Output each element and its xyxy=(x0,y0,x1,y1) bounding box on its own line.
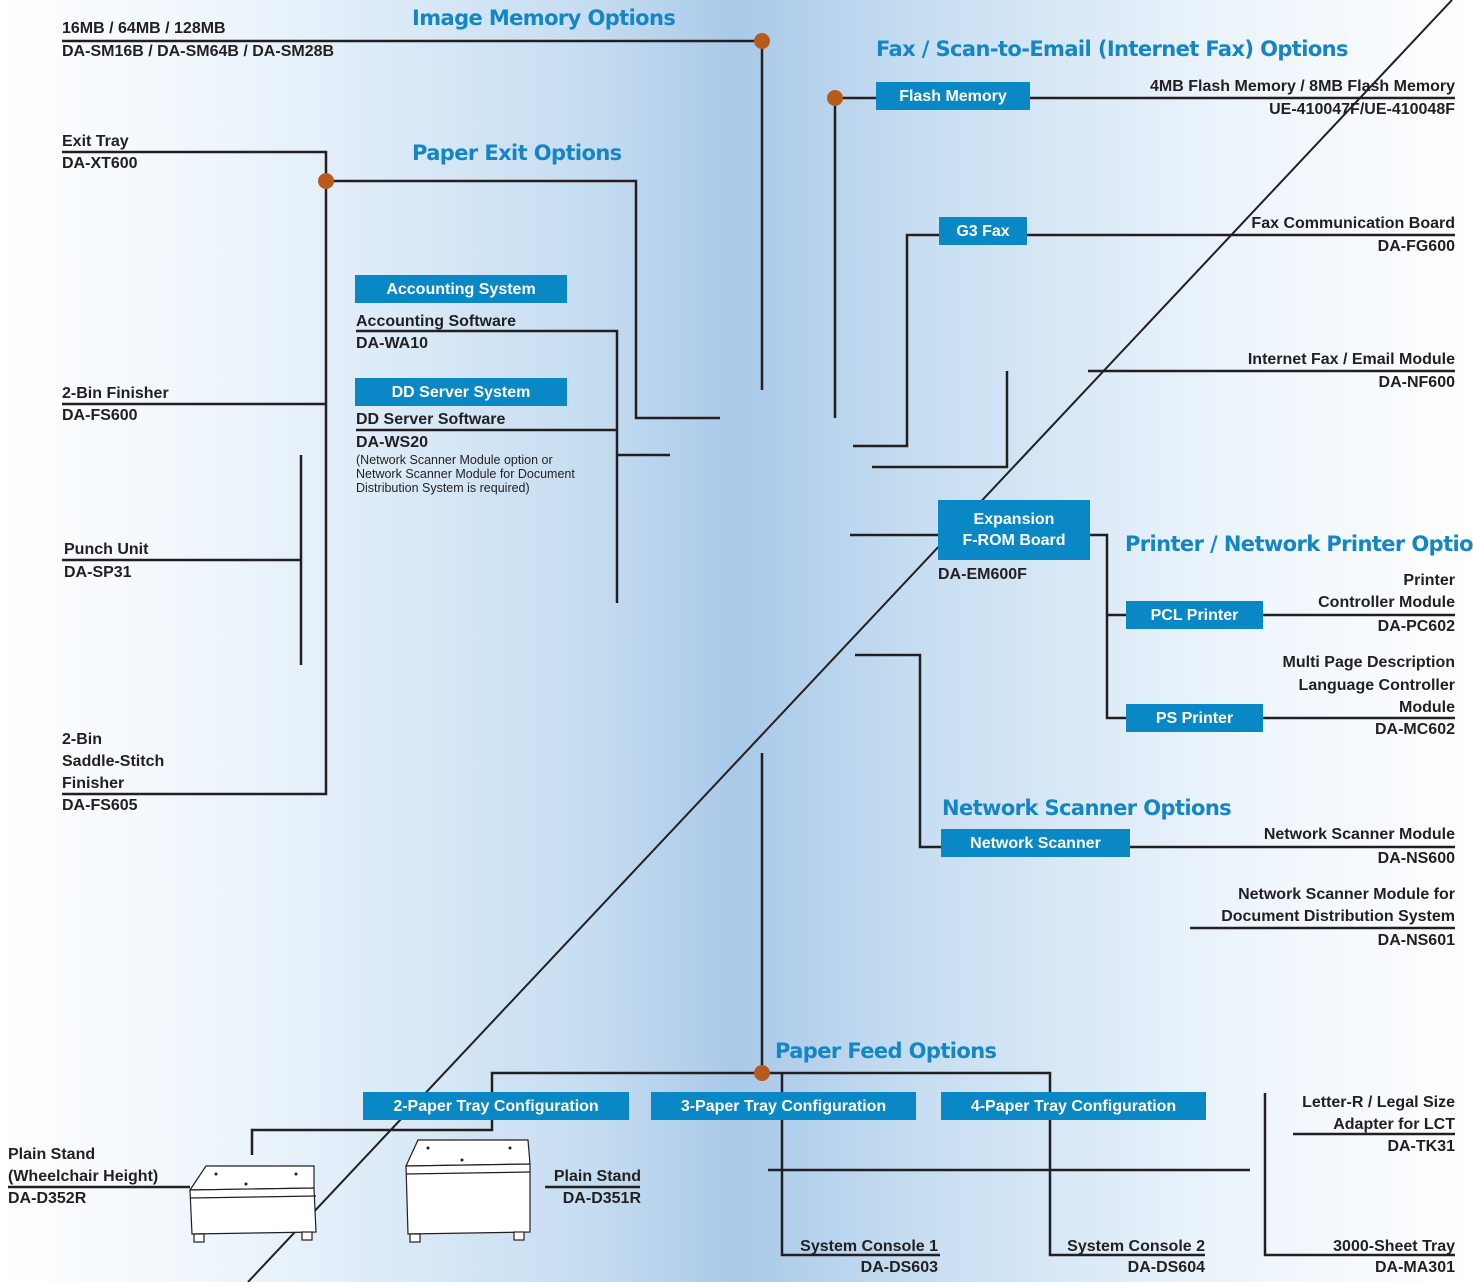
network-scanner-module-model: DA-NS600 xyxy=(1377,850,1455,867)
exit-tray-model: DA-XT600 xyxy=(62,155,138,172)
box-accounting-system: Accounting System xyxy=(355,275,567,303)
accounting-software-model: DA-WA10 xyxy=(356,335,429,352)
fax-board-name: Fax Communication Board xyxy=(1251,215,1455,232)
box-ps-printer: PS Printer xyxy=(1126,704,1263,732)
tray3000-name: 3000-Sheet Tray xyxy=(1333,1238,1455,1255)
box-2-paper-tray: 2-Paper Tray Configuration xyxy=(363,1092,629,1120)
section-printer: Printer / Network Printer Options xyxy=(1125,532,1473,556)
pcl-line-2: Controller Module xyxy=(1318,594,1455,611)
box-flash-memory: Flash Memory xyxy=(876,82,1030,110)
saddle-line-2: Saddle-Stitch xyxy=(62,753,165,770)
box-dd-server-system: DD Server System xyxy=(355,378,567,406)
saddle-line-1: 2-Bin xyxy=(62,731,102,748)
ps-line-2: Language Controller xyxy=(1298,677,1455,694)
nsdd-line-1: Network Scanner Module for xyxy=(1238,886,1455,903)
exit-tray-name: Exit Tray xyxy=(62,133,129,150)
section-paper-exit: Paper Exit Options xyxy=(412,141,622,165)
section-network-scanner: Network Scanner Options xyxy=(942,796,1232,820)
saddle-line-3: Finisher xyxy=(62,775,125,792)
expansion-line-1: Expansion xyxy=(973,511,1055,528)
punch-model: DA-SP31 xyxy=(64,564,132,581)
dd-server-software-name: DD Server Software xyxy=(356,411,506,428)
box-3-paper-tray: 3-Paper Tray Configuration xyxy=(651,1092,916,1120)
internet-fax-name: Internet Fax / Email Module xyxy=(1247,351,1455,368)
expansion-model: DA-EM600F xyxy=(938,566,1027,583)
section-paper-feed: Paper Feed Options xyxy=(775,1039,997,1063)
stand-wheelchair-model: DA-D352R xyxy=(8,1190,87,1207)
dd-server-software-model: DA-WS20 xyxy=(356,434,429,451)
box-pcl-printer: PCL Printer xyxy=(1126,601,1263,629)
section-fax: Fax / Scan-to-Email (Internet Fax) Optio… xyxy=(876,37,1349,61)
box-4-paper-tray: 4-Paper Tray Configuration xyxy=(941,1092,1206,1120)
stand-wheelchair-line-1: Plain Stand xyxy=(8,1146,96,1163)
dd-note-line-2: Network Scanner Module for Document xyxy=(356,467,575,481)
console1-name: System Console 1 xyxy=(800,1238,938,1255)
accounting-software-name: Accounting Software xyxy=(356,313,517,330)
box-expansion-from-board: Expansion F-ROM Board xyxy=(938,500,1090,560)
flash-name: 4MB Flash Memory / 8MB Flash Memory xyxy=(1150,78,1455,95)
ps-model: DA-MC602 xyxy=(1374,721,1455,738)
console2-name: System Console 2 xyxy=(1067,1238,1205,1255)
adapter-model: DA-TK31 xyxy=(1387,1138,1455,1155)
network-scanner-module-name: Network Scanner Module xyxy=(1263,826,1455,843)
nsdd-line-2: Document Distribution System xyxy=(1221,908,1455,925)
console2-model: DA-DS604 xyxy=(1127,1259,1205,1276)
memory-name: 16MB / 64MB / 128MB xyxy=(62,20,226,37)
memory-model: DA-SM16B / DA-SM64B / DA-SM28B xyxy=(62,43,335,60)
pcl-model: DA-PC602 xyxy=(1377,618,1455,635)
pcl-line-1: Printer xyxy=(1403,572,1455,589)
saddle-model: DA-FS605 xyxy=(62,797,138,814)
plain-stand-model: DA-D351R xyxy=(562,1190,641,1207)
finisher-model: DA-FS600 xyxy=(62,407,138,424)
dd-note-line-1: (Network Scanner Module option or xyxy=(356,453,553,467)
nsdd-model: DA-NS601 xyxy=(1377,932,1455,949)
tray3000-model: DA-MA301 xyxy=(1374,1259,1455,1276)
section-image-memory: Image Memory Options xyxy=(412,6,676,30)
plain-stand-illustration xyxy=(405,1139,531,1243)
expansion-line-2: F-ROM Board xyxy=(962,532,1066,549)
ps-line-3: Module xyxy=(1399,699,1455,716)
wheelchair-stand-illustration xyxy=(188,1165,317,1243)
adapter-line-2: Adapter for LCT xyxy=(1333,1116,1455,1133)
stand-wheelchair-line-2: (Wheelchair Height) xyxy=(8,1168,159,1185)
finisher-name: 2-Bin Finisher xyxy=(62,385,169,402)
dd-note-line-3: Distribution System is required) xyxy=(356,481,530,495)
fax-board-model: DA-FG600 xyxy=(1377,238,1455,255)
box-network-scanner: Network Scanner xyxy=(941,829,1130,857)
flash-model: UE-410047F/UE-410048F xyxy=(1269,101,1455,118)
internet-fax-model: DA-NF600 xyxy=(1378,374,1455,391)
adapter-line-1: Letter-R / Legal Size xyxy=(1302,1094,1455,1111)
plain-stand-name: Plain Stand xyxy=(553,1168,641,1185)
ps-line-1: Multi Page Description xyxy=(1282,654,1455,671)
punch-name: Punch Unit xyxy=(64,541,149,558)
box-g3-fax: G3 Fax xyxy=(939,217,1027,245)
console1-model: DA-DS603 xyxy=(860,1259,938,1276)
